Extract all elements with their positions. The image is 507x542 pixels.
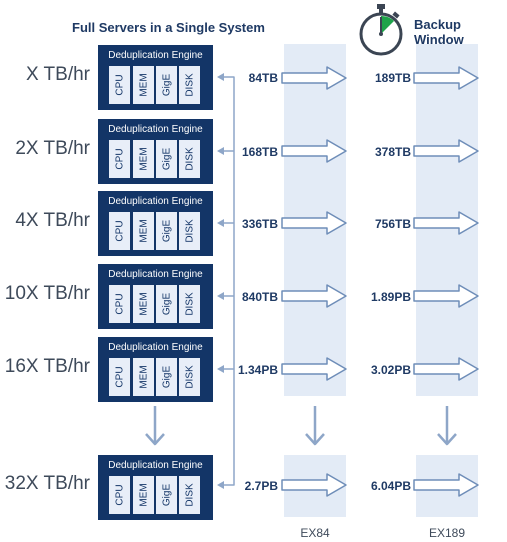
mem-cell: MEM (133, 212, 154, 250)
backup-window-heading: Backup Window (414, 17, 464, 47)
engine-title: Deduplication Engine (108, 124, 203, 135)
ex84-capacity: 840TB (241, 290, 278, 304)
right-arrow-icon (281, 357, 347, 381)
deduplication-engine: Deduplication Engine CPU MEM GigE DISK (98, 337, 213, 402)
disk-cell: DISK (179, 212, 200, 250)
ex189-capacity: 6.04PB (370, 479, 411, 493)
ex84-capacity: 1.34PB (237, 363, 278, 377)
cpu-cell: CPU (109, 285, 130, 323)
deduplication-engine: Deduplication Engine CPU MEM GigE DISK (98, 455, 213, 520)
right-arrow-icon (413, 211, 479, 235)
disk-cell: DISK (179, 358, 200, 396)
right-arrow-icon (413, 66, 479, 90)
disk-cell: DISK (179, 285, 200, 323)
cpu-cell: CPU (109, 358, 130, 396)
gige-cell: GigE (156, 285, 177, 323)
disk-cell: DISK (179, 476, 200, 514)
ex189-capacity: 378TB (374, 145, 411, 159)
down-arrow-icon (305, 406, 325, 446)
right-arrow-icon (413, 473, 479, 497)
engine-title: Deduplication Engine (108, 269, 203, 280)
ex84-column-label: EX84 (300, 526, 330, 540)
disk-cell: DISK (179, 66, 200, 104)
throughput-label: 2X TB/hr (15, 138, 90, 159)
ex84-capacity: 84TB (248, 71, 278, 85)
engine-title: Deduplication Engine (108, 196, 203, 207)
cpu-cell: CPU (109, 66, 130, 104)
engine-title: Deduplication Engine (108, 460, 203, 471)
ex189-capacity: 756TB (374, 217, 411, 231)
mem-cell: MEM (133, 358, 154, 396)
throughput-label: 4X TB/hr (15, 210, 90, 231)
throughput-label: 16X TB/hr (4, 356, 90, 377)
gige-cell: GigE (156, 476, 177, 514)
cpu-cell: CPU (109, 140, 130, 178)
right-arrow-icon (281, 211, 347, 235)
throughput-label: 32X TB/hr (4, 473, 90, 494)
right-arrow-icon (281, 473, 347, 497)
throughput-label: X TB/hr (25, 64, 90, 85)
cpu-cell: CPU (109, 212, 130, 250)
ex84-capacity: 168TB (241, 145, 278, 159)
ex189-capacity: 1.89PB (370, 290, 411, 304)
ex189-capacity: 189TB (374, 71, 411, 85)
down-arrow-icon (437, 406, 457, 446)
right-arrow-icon (281, 66, 347, 90)
deduplication-engine: Deduplication Engine CPU MEM GigE DISK (98, 264, 213, 329)
right-arrow-icon (281, 139, 347, 163)
gige-cell: GigE (156, 212, 177, 250)
down-arrow-icon (145, 406, 165, 446)
gige-cell: GigE (156, 358, 177, 396)
disk-cell: DISK (179, 140, 200, 178)
gige-cell: GigE (156, 140, 177, 178)
throughput-label: 10X TB/hr (4, 283, 90, 304)
deduplication-engine: Deduplication Engine CPU MEM GigE DISK (98, 191, 213, 256)
right-arrow-icon (281, 284, 347, 308)
right-arrow-icon (413, 284, 479, 308)
ex84-capacity: 336TB (241, 217, 278, 231)
gige-cell: GigE (156, 66, 177, 104)
mem-cell: MEM (133, 285, 154, 323)
ex189-capacity: 3.02PB (370, 363, 411, 377)
ex84-capacity: 2.7PB (244, 479, 278, 493)
engine-title: Deduplication Engine (108, 50, 203, 61)
cpu-cell: CPU (109, 476, 130, 514)
right-arrow-icon (413, 357, 479, 381)
mem-cell: MEM (133, 66, 154, 104)
mem-cell: MEM (133, 140, 154, 178)
servers-heading: Full Servers in a Single System (72, 20, 265, 35)
engine-title: Deduplication Engine (108, 342, 203, 353)
deduplication-engine: Deduplication Engine CPU MEM GigE DISK (98, 45, 213, 110)
deduplication-engine: Deduplication Engine CPU MEM GigE DISK (98, 119, 213, 184)
mem-cell: MEM (133, 476, 154, 514)
stopwatch-icon (359, 4, 403, 56)
ex189-column-label: EX189 (428, 526, 466, 540)
right-arrow-icon (413, 139, 479, 163)
